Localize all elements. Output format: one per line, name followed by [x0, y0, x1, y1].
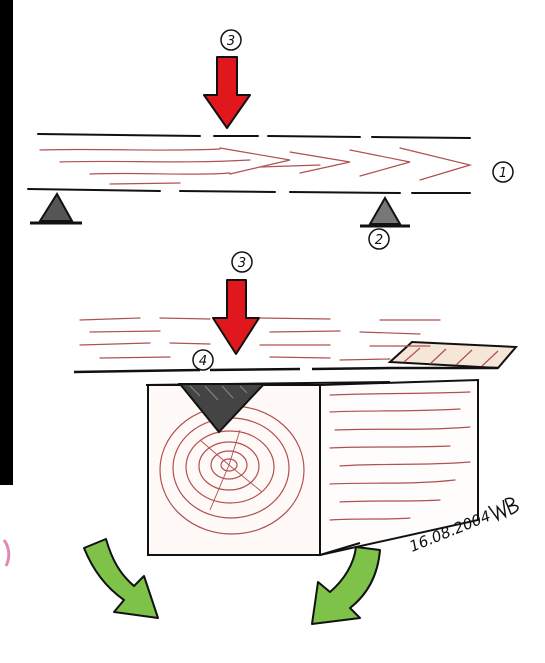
curved-arrow-icon [312, 547, 380, 624]
curved-arrow-icon [84, 539, 158, 618]
svg-text:2: 2 [375, 233, 383, 248]
left-border [0, 0, 13, 485]
label-2-support: 2 [369, 229, 389, 249]
label-3-top: 3 [221, 30, 241, 50]
svg-text:4: 4 [199, 354, 207, 369]
signature-initials [488, 496, 519, 521]
svg-text:1: 1 [499, 166, 507, 181]
svg-text:3: 3 [238, 256, 246, 271]
triangle-support-icon [360, 198, 410, 226]
bottom-beam-grain [80, 318, 440, 360]
label-1-beam: 1 [493, 162, 513, 182]
label-4-bearing: 4 [193, 350, 213, 370]
top-beam-grain [40, 148, 470, 184]
bottom-beam [74, 342, 516, 385]
down-arrow-icon [213, 280, 259, 354]
down-arrow-icon [204, 57, 250, 128]
svg-text:3: 3 [227, 34, 235, 49]
pink-mark [4, 540, 9, 566]
label-3-bottom: 3 [232, 252, 252, 272]
triangle-support-icon [30, 194, 82, 223]
